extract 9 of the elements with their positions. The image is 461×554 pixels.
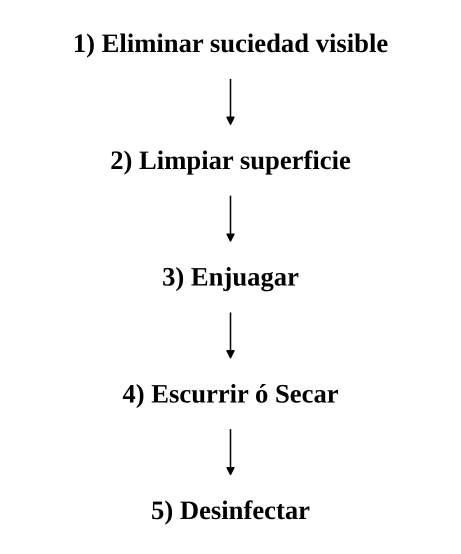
arrow <box>226 78 235 126</box>
arrow <box>226 196 235 242</box>
node-text: 4) Escurrir ó Secar <box>122 378 339 409</box>
arrow <box>226 312 235 359</box>
node-text: 5) Desinfectar <box>151 496 310 526</box>
node-text: 1) Eliminar suciedad visible <box>72 28 388 58</box>
node-text: 3) Enjuagar <box>162 262 299 292</box>
arrow <box>226 429 235 476</box>
node-text: 2) Limpiar superficie <box>110 145 351 176</box>
